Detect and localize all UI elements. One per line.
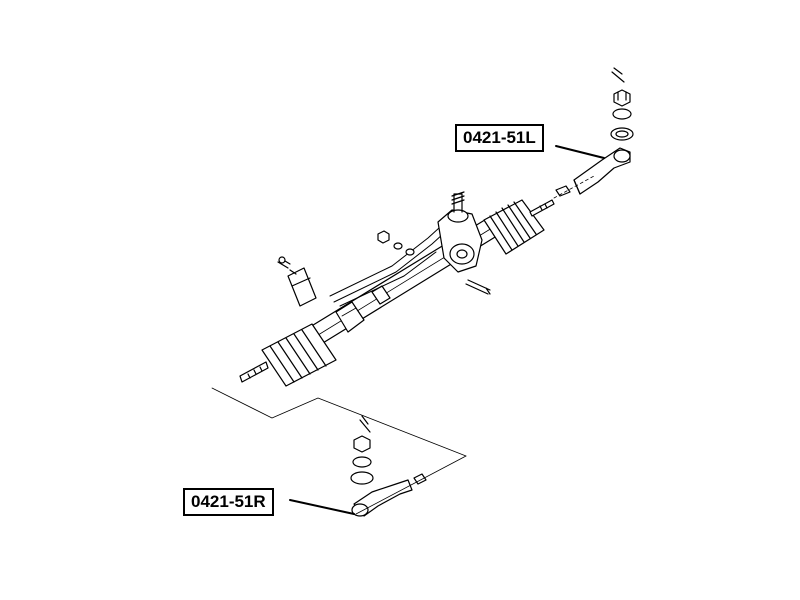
lock-nut-upper xyxy=(555,185,571,197)
label-leaders xyxy=(289,145,605,515)
tie-rod-end-right-assembly xyxy=(350,415,427,517)
guide-lines xyxy=(211,175,595,515)
tie-rod-end-left-assembly xyxy=(573,67,634,195)
part-label-right-tie-rod-end: 0421-51R xyxy=(183,488,274,516)
pinion-housing xyxy=(437,191,483,273)
boot-lower xyxy=(239,323,337,387)
small-fasteners xyxy=(377,230,491,295)
part-label-left-tie-rod-end: 0421-51L xyxy=(455,124,544,152)
boot-upper xyxy=(483,199,555,255)
mounting-bracket xyxy=(277,256,317,307)
